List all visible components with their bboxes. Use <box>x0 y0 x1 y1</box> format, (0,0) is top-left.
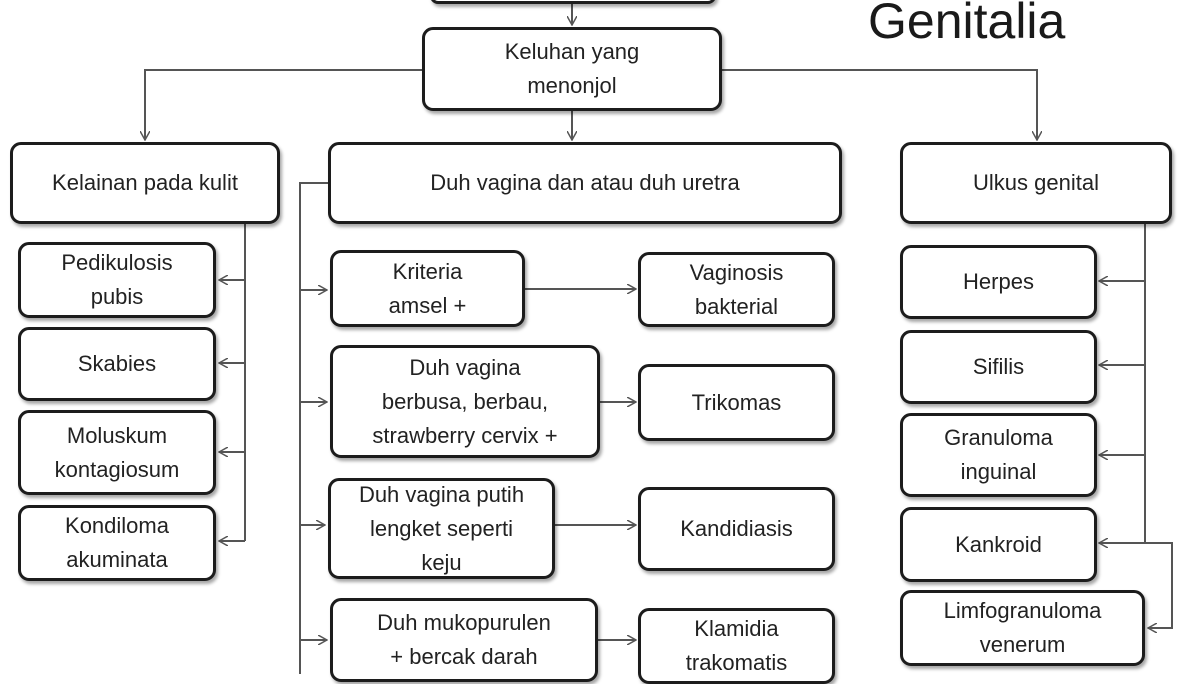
kulit-item: Kondiloma akuminata <box>18 505 216 581</box>
duh-diagnosis: Kandidiasis <box>638 487 835 571</box>
root-node: Keluhan yang menonjol <box>422 27 722 111</box>
duh-criteria: Duh vagina putih lengket seperti keju <box>328 478 555 579</box>
duh-diagnosis: Trikomas <box>638 364 835 441</box>
duh-criteria: Duh vagina berbusa, berbau, strawberry c… <box>330 345 600 458</box>
ulkus-item: Herpes <box>900 245 1097 319</box>
duh-criteria: Duh mukopurulen + bercak darah <box>330 598 598 682</box>
kulit-item: Moluskum kontagiosum <box>18 410 216 495</box>
ulkus-item: Limfogranuloma venerum <box>900 590 1145 666</box>
duh-diagnosis: Klamidia trakomatis <box>638 608 835 684</box>
ulkus-item: Kankroid <box>900 507 1097 582</box>
diagram-title: Genitalia <box>868 0 1066 49</box>
kulit-item: Skabies <box>18 327 216 401</box>
category-kelainan-kulit: Kelainan pada kulit <box>10 142 280 224</box>
duh-diagnosis: Vaginosis bakterial <box>638 252 835 327</box>
ulkus-item: Sifilis <box>900 330 1097 404</box>
top-box-partial <box>430 0 716 4</box>
duh-criteria: Kriteria amsel + <box>330 250 525 327</box>
category-ulkus-genital: Ulkus genital <box>900 142 1172 224</box>
category-duh: Duh vagina dan atau duh uretra <box>328 142 842 224</box>
ulkus-item: Granuloma inguinal <box>900 413 1097 497</box>
kulit-item: Pedikulosis pubis <box>18 242 216 318</box>
